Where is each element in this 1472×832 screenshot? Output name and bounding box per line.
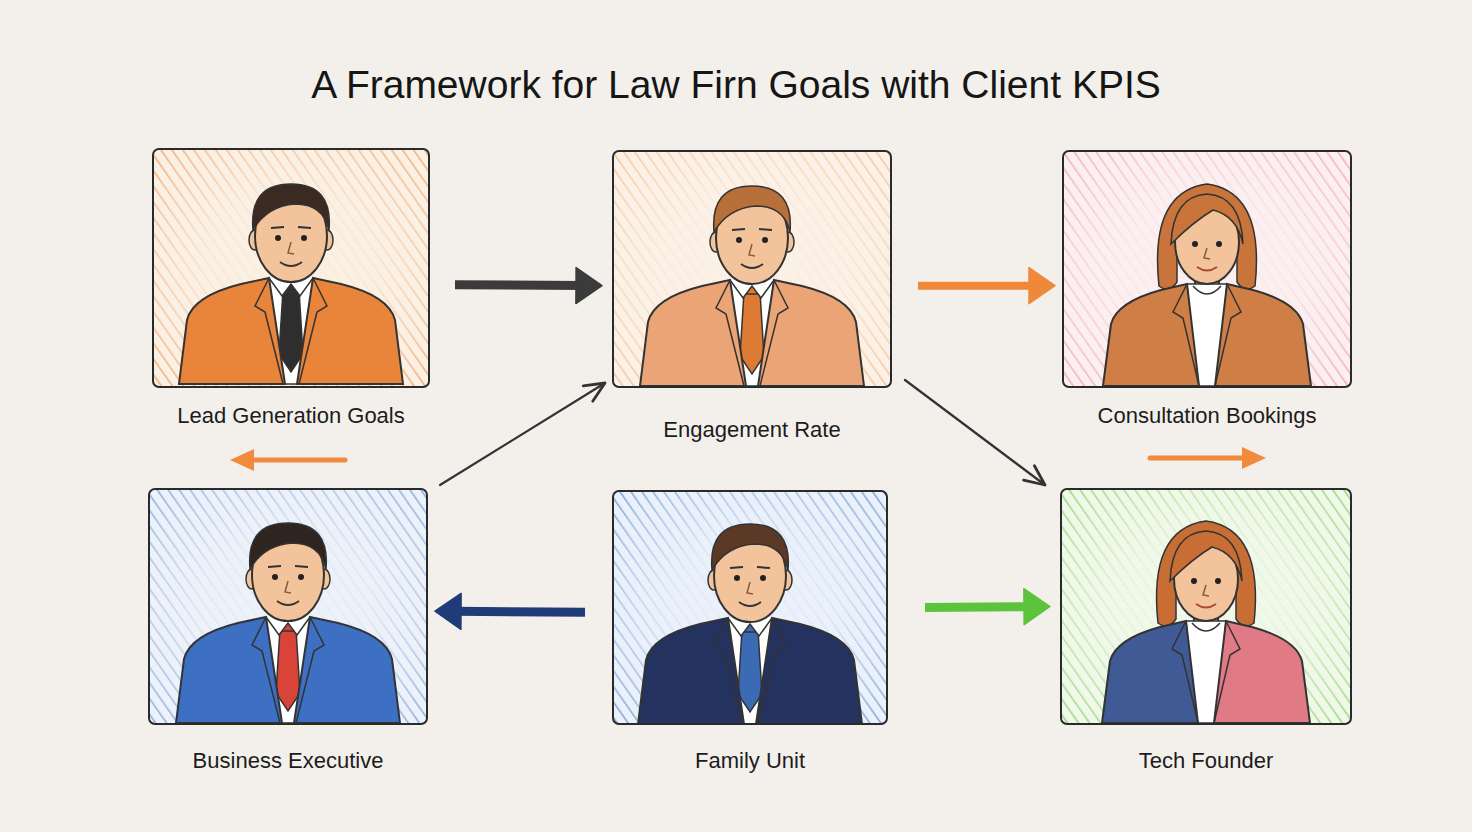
- node-label: Tech Founder: [1139, 747, 1274, 775]
- person-illustrations: [176, 184, 1311, 724]
- person-figure: [176, 523, 400, 723]
- person-figure: [179, 184, 403, 384]
- node-label: Consultation Bookings: [1098, 402, 1317, 430]
- box-fill: [1060, 488, 1352, 725]
- person-box: Consultation Bookings: [1062, 150, 1352, 388]
- person-figure: [1103, 184, 1311, 386]
- person-box: Tech Founder: [1060, 488, 1352, 725]
- connector-line: [905, 380, 1045, 485]
- hatch-shading: [1062, 150, 1352, 388]
- decorative-arrow: [250, 458, 345, 463]
- connector-line: [925, 602, 1032, 612]
- box-fill: [612, 490, 888, 725]
- box-fill: [148, 488, 428, 725]
- arrowhead: [1024, 466, 1045, 485]
- person-figure: [638, 524, 862, 724]
- connector-line: [455, 280, 584, 290]
- hatch-shading: [612, 490, 888, 725]
- box-background: [148, 148, 1352, 725]
- box-fill: [152, 148, 430, 388]
- box-fill: [1062, 150, 1352, 388]
- node-label: Family Unit: [695, 747, 805, 775]
- node-label: Lead Generation Goals: [177, 402, 405, 430]
- box-fill: [612, 150, 892, 388]
- connector-arrow: [925, 589, 1050, 625]
- node-label: Engagement Rate: [663, 416, 840, 444]
- connector-arrow: [455, 268, 602, 304]
- arrowhead: [576, 268, 602, 304]
- diagram-title: A Framework for Law Firn Goals with Clie…: [0, 60, 1472, 110]
- arrowhead: [1024, 589, 1050, 625]
- connector-arrow: [435, 593, 585, 629]
- decorative-arrowhead: [230, 449, 254, 471]
- hatch-shading: [152, 148, 430, 388]
- connector-arrow: [905, 380, 1045, 485]
- person-figure: [1102, 521, 1310, 723]
- person-box: Business Executive: [148, 488, 428, 725]
- person-figure: [640, 186, 864, 386]
- person-box: Lead Generation Goals: [152, 148, 430, 388]
- decorative-arrows: [230, 447, 1266, 471]
- hatch-shading: [148, 488, 428, 725]
- arrowhead: [435, 593, 461, 629]
- arrowhead: [583, 383, 605, 401]
- decorative-arrowhead: [1242, 447, 1266, 469]
- connector-line: [440, 383, 605, 485]
- person-box: Engagement Rate: [612, 150, 892, 388]
- arrowhead: [1029, 268, 1055, 304]
- hatch-shading: [612, 150, 892, 388]
- connector-line: [453, 607, 585, 617]
- connector-arrow: [918, 268, 1055, 304]
- person-box: Family Unit: [612, 490, 888, 725]
- node-label: Business Executive: [193, 747, 384, 775]
- connector-line: [918, 282, 1037, 290]
- hatch-shading: [1060, 488, 1352, 725]
- decorative-arrow: [1150, 456, 1245, 461]
- connector-arrow: [440, 383, 605, 485]
